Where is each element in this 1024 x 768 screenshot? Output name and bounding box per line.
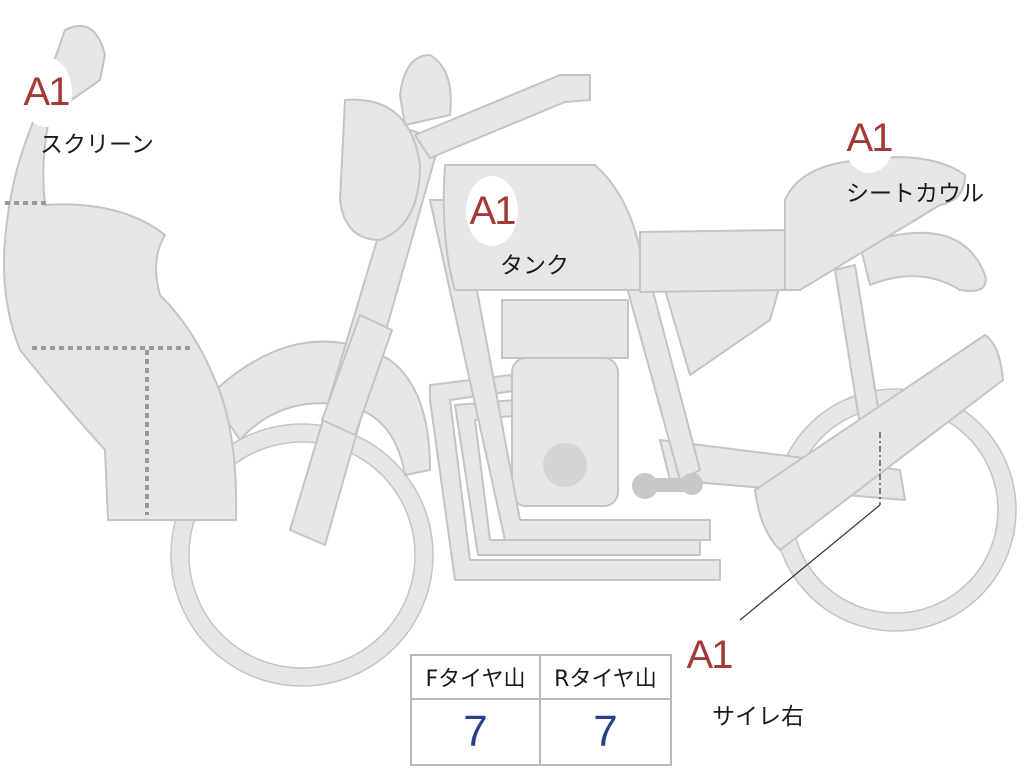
front-wheel (170, 423, 434, 687)
seat-cowl (784, 156, 966, 291)
engine-block (511, 357, 619, 507)
grade-badge-screen: A1 (20, 57, 72, 127)
fairing-seams (5, 201, 190, 515)
engine-cover (543, 443, 587, 487)
mirror (399, 54, 452, 126)
grade-badge-seat-cowl: A1 (843, 103, 895, 173)
rear-tire-value: 7 (593, 707, 618, 756)
front-tire-header: Fタイヤ山 (412, 656, 541, 700)
front-fairing (3, 25, 238, 521)
part-label-tank: タンク (500, 253, 569, 279)
leader-line (739, 432, 881, 621)
part-label-screen: スクリーン (40, 132, 154, 158)
side-cover (664, 284, 781, 376)
rear-fender (859, 231, 987, 292)
part-label-seat-cowl: シートカウル (846, 181, 984, 207)
engine-top (501, 299, 629, 359)
front-tire-value: 7 (412, 700, 541, 764)
grade-badge-silencer: A1 (683, 620, 735, 690)
fork-sleeve (321, 314, 393, 436)
grade-badge-tank: A1 (466, 176, 518, 246)
brake-pedal (632, 473, 703, 499)
seat (639, 229, 786, 293)
handlebar (414, 74, 591, 159)
tire-tread-table: Fタイヤ山 Rタイヤ山 7 7 (410, 654, 672, 766)
part-label-silencer: サイレ右 (712, 704, 804, 730)
headlight (339, 98, 421, 241)
rear-tire-header: Rタイヤ山 (541, 656, 670, 700)
silencer (754, 334, 1004, 551)
